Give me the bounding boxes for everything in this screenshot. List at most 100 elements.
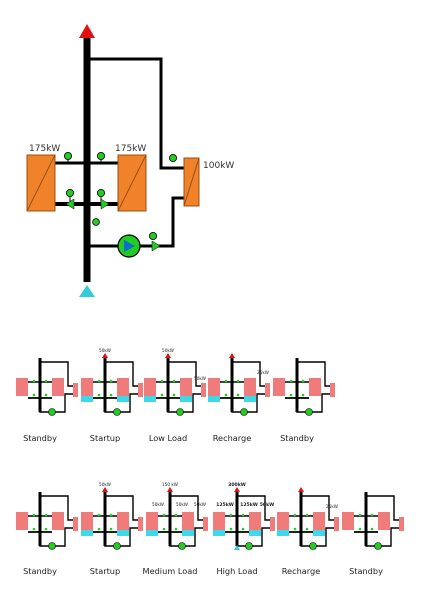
unit-left	[144, 378, 156, 396]
sensor-dot	[44, 527, 48, 531]
pump-icon	[245, 542, 253, 550]
bypass-pipe	[366, 495, 399, 521]
pump-loop-pipe	[104, 393, 138, 413]
sensor-dot	[229, 527, 233, 531]
sensor-dot	[301, 393, 305, 397]
sensor-dot	[44, 513, 48, 517]
panel-value-label: 300kW	[228, 482, 246, 488]
pump-loop-pipe	[236, 527, 270, 547]
sensor-dot	[370, 527, 374, 531]
panel-mode-label: Recharge	[282, 566, 321, 576]
pump-icon	[113, 542, 121, 550]
unit-small	[73, 383, 78, 397]
supply-arrow-icon	[102, 353, 108, 358]
check-valve-right-icon	[100, 198, 110, 210]
sensor-dot	[224, 379, 228, 383]
unit-middle-capacity: 175kW	[115, 144, 146, 154]
sensor-dot	[174, 513, 178, 517]
unit-right	[183, 157, 200, 207]
sensor-dot	[305, 513, 309, 517]
temp-sensor-icon	[92, 218, 100, 226]
bypass-pipe	[170, 495, 203, 521]
sensor-dot	[289, 393, 293, 397]
pump-loop-pipe	[39, 527, 73, 547]
bypass-pipe	[297, 361, 330, 387]
panel-value-label: 25kW	[326, 504, 338, 509]
flow-indicator	[117, 530, 129, 536]
panel-value-label: 150 kW	[162, 482, 178, 487]
sensor-dot	[44, 379, 48, 383]
sensor-dot	[32, 393, 36, 397]
panel-mode-label: Recharge	[213, 433, 252, 443]
sensor-dot	[241, 513, 245, 517]
unit-left	[208, 378, 220, 396]
unit-small	[203, 517, 208, 531]
temp-sensor-icon	[168, 153, 177, 162]
supply-arrow-icon	[79, 24, 95, 38]
sensor-dot	[109, 513, 113, 517]
panel-value-label: 50kW	[260, 502, 275, 508]
sensor-dot	[172, 393, 176, 397]
unit-middle	[52, 512, 64, 530]
sensor-dot	[32, 513, 36, 517]
panel-mode-label: High Load	[216, 566, 257, 576]
panel-value-label: 50kW	[194, 502, 206, 507]
return-arrow-icon	[234, 545, 240, 550]
mode-panel: Standby	[273, 358, 335, 443]
flow-indicator	[213, 530, 225, 536]
unit-middle	[180, 378, 192, 396]
bypass-loop-pipe	[87, 57, 184, 170]
pump-loop-pipe	[104, 527, 138, 547]
pump-icon	[305, 408, 313, 416]
pump-loop-pipe	[169, 527, 203, 547]
flow-indicator	[81, 530, 93, 536]
panel-mode-label: Low Load	[149, 433, 187, 443]
flow-indicator	[146, 530, 158, 536]
unit-small	[334, 517, 339, 531]
flow-indicator	[180, 396, 192, 402]
panel-mode-label: Standby	[349, 566, 383, 576]
unit-left	[273, 378, 285, 396]
mode-panel: 25kW Recharge	[277, 487, 339, 576]
unit-small	[201, 383, 206, 397]
unit-middle	[182, 512, 194, 530]
pump-loop-pipe	[39, 393, 73, 413]
flow-indicator	[277, 530, 289, 536]
sensor-dot	[358, 513, 362, 517]
unit-left	[26, 154, 56, 212]
unit-middle	[117, 378, 129, 396]
panel-value-label: 50kW	[162, 348, 174, 353]
unit-middle	[117, 154, 147, 212]
panel-mode-label: Medium Load	[143, 566, 198, 576]
unit-left	[342, 512, 354, 530]
unit-small	[330, 383, 335, 397]
main-schematic: 175kW 175kW 100kW	[26, 24, 234, 297]
sensor-dot	[109, 393, 113, 397]
pump-icon	[374, 542, 382, 550]
flow-indicator	[81, 396, 93, 402]
panel-mode-label: Startup	[90, 566, 120, 576]
unit-middle	[244, 378, 256, 396]
supply-arrow-icon	[167, 487, 173, 492]
temp-sensor-icon	[148, 231, 157, 240]
sensor-dot	[109, 379, 113, 383]
sensor-dot	[370, 513, 374, 517]
check-valve-pump-icon	[151, 240, 161, 252]
temp-sensor-icon	[64, 151, 73, 163]
flow-indicator	[249, 530, 261, 536]
pump-icon	[48, 542, 56, 550]
pump-icon	[176, 408, 184, 416]
unit-right-capacity: 100kW	[203, 161, 234, 171]
unit-left	[16, 378, 28, 396]
pump-loop-pipe	[231, 393, 265, 413]
bypass-pipe	[105, 361, 138, 387]
unit-middle	[117, 512, 129, 530]
unit-middle	[52, 378, 64, 396]
sensor-dot	[32, 527, 36, 531]
